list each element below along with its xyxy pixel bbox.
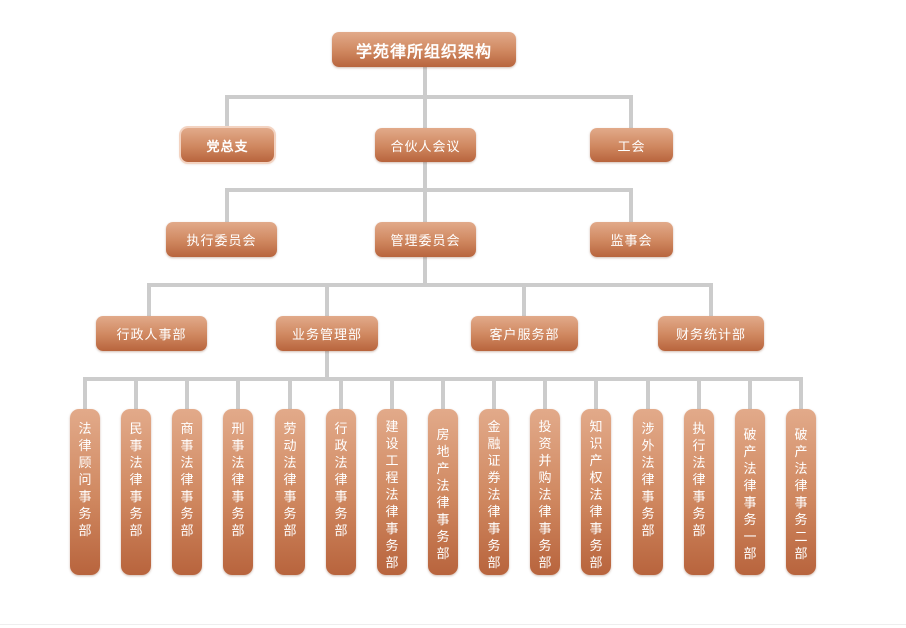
dept-label: 知识产权法律事务部 — [589, 420, 603, 571]
dept-label: 建设工程法律事务部 — [385, 420, 399, 571]
dept-label: 投资并购法律事务部 — [538, 420, 552, 571]
dept-label: 法律顾问事务部 — [78, 422, 92, 539]
node-labor-union: 工会 — [590, 128, 673, 162]
dept-administrative-law: 行政法律事务部 — [326, 409, 356, 575]
node-supervisory-board: 监事会 — [590, 222, 673, 257]
node-executive-committee: 执行委员会 — [166, 222, 277, 257]
dept-label: 破产法律事务一部 — [743, 428, 757, 562]
dept-real-estate-law: 房地产法律事务部 — [428, 409, 458, 575]
dept-label: 执行法律事务部 — [692, 422, 706, 539]
dept-label: 刑事法律事务部 — [231, 422, 245, 539]
dept-label: 金融证券法律事务部 — [487, 420, 501, 571]
dept-commercial-law: 商事法律事务部 — [172, 409, 202, 575]
dept-enforcement-law: 执行法律事务部 — [684, 409, 714, 575]
dept-civil-law: 民事法律事务部 — [121, 409, 151, 575]
node-party-committee: 党总支 — [181, 128, 274, 162]
node-business-management-dept: 业务管理部 — [276, 316, 378, 351]
dept-label: 房地产法律事务部 — [436, 428, 450, 562]
node-management-committee: 管理委员会 — [375, 222, 476, 257]
dept-label: 涉外法律事务部 — [641, 422, 655, 539]
dept-intellectual-property-law: 知识产权法律事务部 — [581, 409, 611, 575]
node-admin-hr-dept: 行政人事部 — [96, 316, 207, 351]
dept-criminal-law: 刑事法律事务部 — [223, 409, 253, 575]
org-chart-title: 学苑律所组织架构 — [332, 32, 516, 67]
node-partners-meeting: 合伙人会议 — [375, 128, 476, 162]
dept-construction-law: 建设工程法律事务部 — [377, 409, 407, 575]
dept-labor-law: 劳动法律事务部 — [275, 409, 305, 575]
dept-label: 破产法律事务二部 — [794, 428, 808, 562]
dept-investment-mna-law: 投资并购法律事务部 — [530, 409, 560, 575]
dept-legal-counsel: 法律顾问事务部 — [70, 409, 100, 575]
dept-bankruptcy-law-2: 破产法律事务二部 — [786, 409, 816, 575]
dept-bankruptcy-law-1: 破产法律事务一部 — [735, 409, 765, 575]
bottom-divider — [0, 624, 906, 625]
dept-label: 商事法律事务部 — [180, 422, 194, 539]
dept-label: 行政法律事务部 — [334, 422, 348, 539]
node-finance-statistics-dept: 财务统计部 — [658, 316, 764, 351]
dept-label: 民事法律事务部 — [129, 422, 143, 539]
dept-label: 劳动法律事务部 — [283, 422, 297, 539]
dept-financial-securities-law: 金融证券法律事务部 — [479, 409, 509, 575]
dept-foreign-related-law: 涉外法律事务部 — [633, 409, 663, 575]
node-client-service-dept: 客户服务部 — [471, 316, 578, 351]
